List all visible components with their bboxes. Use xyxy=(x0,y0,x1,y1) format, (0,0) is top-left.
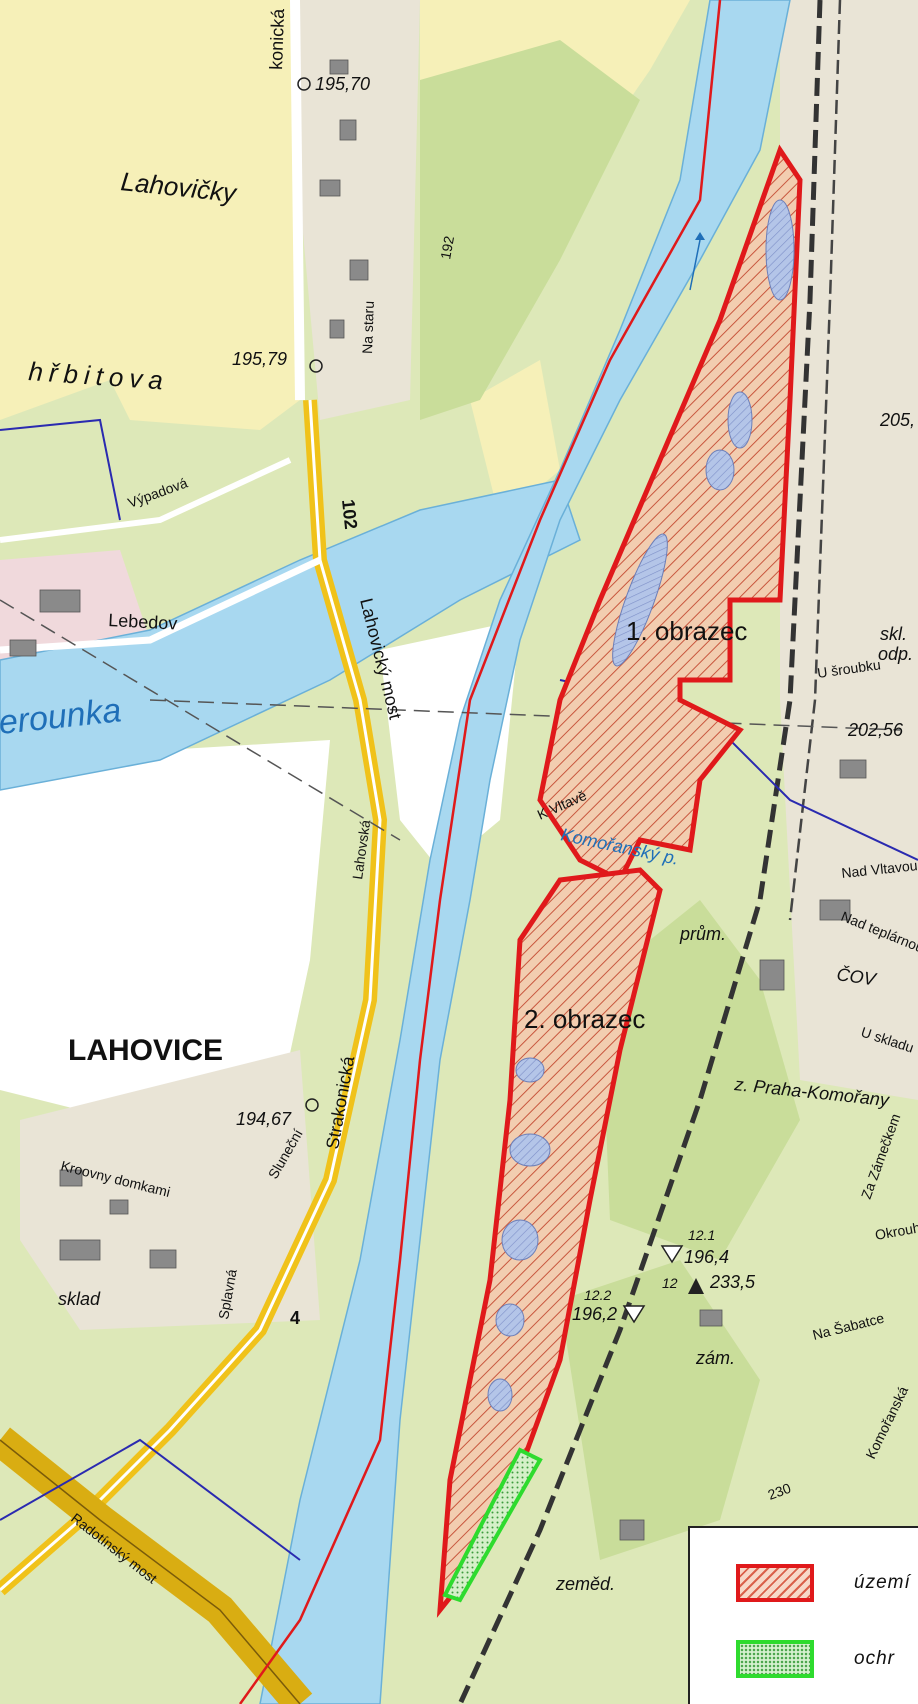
protection-zone-polygon[interactable] xyxy=(442,1447,543,1603)
triangle-marker-1 xyxy=(660,1245,684,1264)
label-nad-vltavou: Nad Vltavou xyxy=(841,857,918,881)
spot-height-3: 194,67 xyxy=(236,1109,292,1129)
legend-swatch-red-hatch xyxy=(736,1564,814,1602)
map-legend: území ochr xyxy=(688,1526,918,1704)
legend-item-protection: ochr xyxy=(736,1640,895,1678)
pond-4 xyxy=(612,533,668,667)
radotinsky-most-outline xyxy=(0,1439,301,1704)
district-boundary-west xyxy=(0,418,121,521)
pond-3 xyxy=(705,449,735,491)
spot-height-5: 202,56 xyxy=(847,720,904,740)
forest-patch-southeast xyxy=(560,1260,760,1560)
label-sklad: sklad xyxy=(58,1289,101,1309)
label-skl-odp-1: skl. xyxy=(880,624,907,644)
triangle-marker-3 xyxy=(688,1278,704,1294)
label-contour-230: 230 xyxy=(766,1480,794,1503)
railway-line-2 xyxy=(788,0,842,921)
label-lahovice: LAHOVICE xyxy=(68,1034,223,1067)
forest-patch-east xyxy=(600,900,800,1260)
label-na-staru: Na staru xyxy=(359,301,377,354)
flow-arrow xyxy=(689,239,701,291)
railway-line xyxy=(457,0,823,1704)
point-id-1: 12.1 xyxy=(688,1227,715,1243)
legend-item-protection-label: ochr xyxy=(854,1648,895,1669)
label-contour-192: 192 xyxy=(437,235,457,261)
spot-height-6: 196,4 xyxy=(684,1247,729,1267)
built-up-lahovicky xyxy=(290,0,420,420)
pond-6 xyxy=(509,1133,551,1167)
forest-patch-center xyxy=(420,40,640,420)
label-zemed: zeměd. xyxy=(555,1574,615,1594)
road-lebedov xyxy=(0,556,322,654)
spot-height-8: 196,2 xyxy=(572,1304,617,1324)
triangle-marker-2 xyxy=(622,1305,646,1324)
pond-1 xyxy=(765,199,795,301)
flow-arrow-head xyxy=(695,232,705,240)
legend-item-area-label: území xyxy=(854,1572,911,1593)
label-lebedov: Lebedov xyxy=(108,610,178,634)
spot-height-7: 233,5 xyxy=(709,1272,756,1292)
field-area-northwest xyxy=(0,0,300,430)
pond-9 xyxy=(487,1378,513,1412)
spot-height-2: 195,79 xyxy=(232,349,287,369)
obrazec-1-label: 1. obrazec xyxy=(626,616,747,646)
spot-height-1: 195,70 xyxy=(315,74,370,94)
pond-2 xyxy=(727,391,753,449)
point-id-3: 12.2 xyxy=(584,1287,611,1303)
vltava-river xyxy=(259,0,791,1704)
road-konicka xyxy=(290,0,305,401)
cadastral-line-1 xyxy=(0,599,401,841)
legend-swatch-green-dots xyxy=(736,1640,814,1678)
pond-7 xyxy=(501,1219,539,1261)
built-up-east xyxy=(780,0,918,1100)
lahovice-open-area xyxy=(0,740,330,1110)
label-skl-odp-2: odp. xyxy=(878,644,913,664)
cadastral-line-2 xyxy=(149,699,901,731)
pond-5 xyxy=(515,1057,545,1083)
label-road-102: 102 xyxy=(338,498,361,530)
spot-height-4: 205, xyxy=(879,410,915,430)
label-road-4: 4 xyxy=(290,1308,300,1328)
label-prum: prům. xyxy=(679,924,726,944)
spot-height-markers xyxy=(297,77,323,1112)
red-boundary-river xyxy=(238,0,722,1704)
point-id-2: 12 xyxy=(662,1275,678,1291)
district-boundary-south xyxy=(0,1438,301,1561)
berounka-river xyxy=(0,479,581,791)
label-konicka: konická xyxy=(266,7,288,70)
pond-8 xyxy=(495,1303,525,1337)
obrazec-1-polygon[interactable] xyxy=(537,144,803,884)
label-zam: zám. xyxy=(695,1348,735,1368)
field-area-center xyxy=(470,360,560,520)
strakonicka-highway-center xyxy=(0,399,382,1592)
buildings xyxy=(9,59,867,1541)
road-vypadova xyxy=(0,457,292,543)
obrazec-2-label: 2. obrazec xyxy=(524,1004,645,1034)
legend-item-area: území xyxy=(736,1564,911,1602)
